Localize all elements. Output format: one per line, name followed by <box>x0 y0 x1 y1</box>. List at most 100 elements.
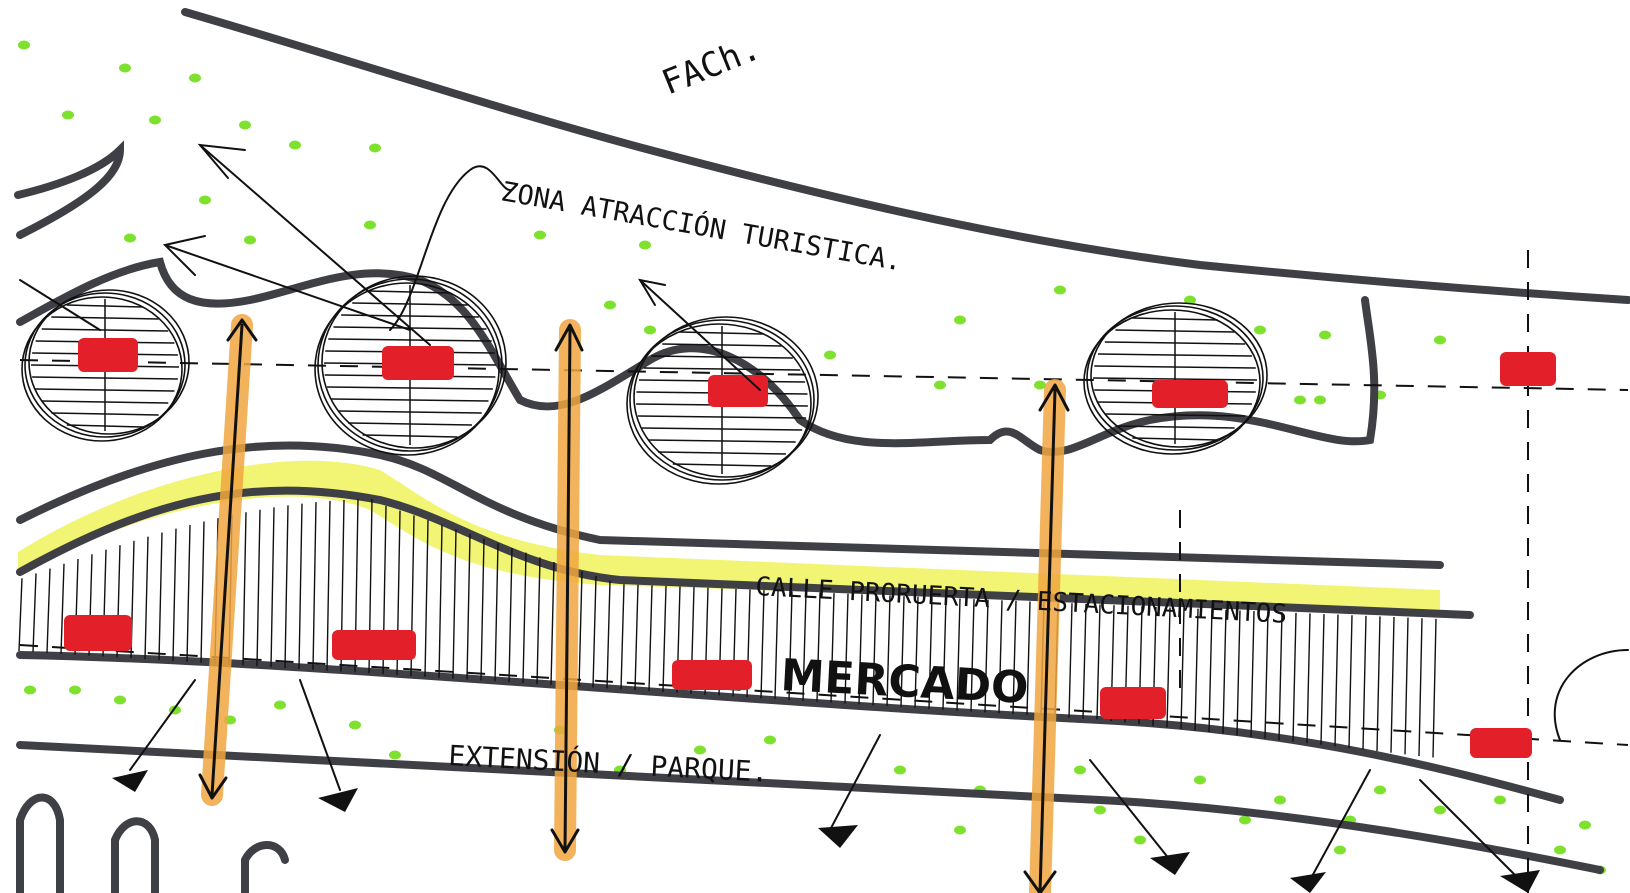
green-dot <box>1254 325 1266 335</box>
hatch-line <box>438 524 443 678</box>
green-dot <box>1434 335 1446 345</box>
red-block <box>382 346 454 380</box>
green-dot <box>644 325 656 335</box>
red-block <box>1500 352 1556 386</box>
hatch-line <box>1180 608 1185 729</box>
green-dot <box>114 695 126 705</box>
green-dot <box>18 40 30 50</box>
hatch-line <box>1208 609 1213 733</box>
road-lines <box>14 8 1630 893</box>
hatch-line <box>200 521 205 663</box>
green-dot <box>1054 285 1066 295</box>
hatch-line <box>858 594 863 705</box>
hatch-line <box>1334 614 1339 747</box>
hatch-line <box>760 590 765 699</box>
hatch-line <box>634 584 639 691</box>
green-dot <box>149 115 161 125</box>
hatch-line <box>1222 609 1227 734</box>
hatch-line <box>1432 618 1437 758</box>
hatch-line <box>928 597 933 709</box>
green-dot <box>1239 815 1251 825</box>
hatch-line <box>1348 615 1353 749</box>
red-block <box>1100 687 1166 719</box>
hatch-line <box>18 578 23 652</box>
hatch-line <box>1194 608 1199 731</box>
green-dot <box>1134 835 1146 845</box>
hatch-line <box>32 573 37 653</box>
hatch-line <box>1376 616 1381 752</box>
zona-label: ZONA ATRACCIÓN TURISTICA. <box>499 175 905 277</box>
hatch-line <box>494 543 499 682</box>
hatch-line <box>508 547 513 683</box>
hatch-line <box>1320 614 1325 745</box>
hatch-line <box>186 524 191 662</box>
hatch-line <box>242 512 247 666</box>
hatch-line <box>298 503 303 669</box>
hatch-line <box>886 595 891 707</box>
hatch-line <box>1292 612 1297 742</box>
hatch-line <box>662 585 667 692</box>
hatch-line <box>1306 613 1311 744</box>
red-block <box>672 660 752 690</box>
green-dot <box>694 745 706 755</box>
green-dot <box>364 220 376 230</box>
red-blocks <box>64 338 1556 758</box>
hatch-line <box>172 528 177 661</box>
hatch-line <box>1096 604 1101 720</box>
red-block <box>64 615 132 651</box>
green-dot <box>1554 845 1566 855</box>
green-dot <box>199 195 211 205</box>
hatch-line <box>158 532 163 661</box>
hatch-line <box>144 536 149 660</box>
green-dot <box>1334 845 1346 855</box>
hatch-line <box>816 592 821 702</box>
red-block <box>1152 380 1228 408</box>
green-dot <box>934 380 946 390</box>
hatch-line <box>606 580 611 689</box>
hatch-line <box>1026 601 1031 716</box>
hatch-line <box>788 591 793 700</box>
hatch-line <box>914 596 919 708</box>
green-dot <box>1374 785 1386 795</box>
hatch-line <box>998 600 1003 714</box>
extension-label: EXTENSIÓN / PARQUE. <box>448 738 770 789</box>
hatch-line <box>802 591 807 701</box>
green-dot <box>1184 295 1196 305</box>
green-dot <box>239 120 251 130</box>
hatch-line <box>452 529 457 679</box>
hatch-line <box>592 575 597 688</box>
green-dot <box>1494 795 1506 805</box>
pointer-arrows <box>19 143 1629 881</box>
hatch-line <box>60 563 65 654</box>
hatch-line <box>1068 603 1073 718</box>
green-dot <box>274 700 286 710</box>
red-block <box>332 630 416 660</box>
green-dot <box>1314 395 1326 405</box>
hatch-line <box>1418 618 1423 756</box>
hatch-line <box>1082 603 1087 719</box>
double-arrow-icon <box>198 318 1070 893</box>
fach-label: FACh. <box>656 28 766 103</box>
green-dot <box>24 685 36 695</box>
red-block <box>708 375 768 407</box>
hatch-line <box>872 594 877 706</box>
hatch-line <box>46 568 51 653</box>
hatch-line <box>1236 610 1241 736</box>
green-dot <box>349 720 361 730</box>
hatch-line <box>970 599 975 712</box>
green-dot <box>189 73 201 83</box>
hatch-line <box>522 552 527 684</box>
hatch-line <box>1250 611 1255 737</box>
hatch-line <box>1278 612 1283 741</box>
hatch-line <box>550 561 555 685</box>
hatch-line <box>956 598 961 711</box>
green-dot <box>1319 330 1331 340</box>
red-block <box>78 338 138 372</box>
green-dot <box>1194 775 1206 785</box>
hatch-line <box>844 593 849 704</box>
green-dot <box>119 63 131 73</box>
hatch-line <box>648 585 653 692</box>
hatch-line <box>830 593 835 703</box>
green-dot <box>954 315 966 325</box>
hatch-line <box>1362 615 1367 750</box>
